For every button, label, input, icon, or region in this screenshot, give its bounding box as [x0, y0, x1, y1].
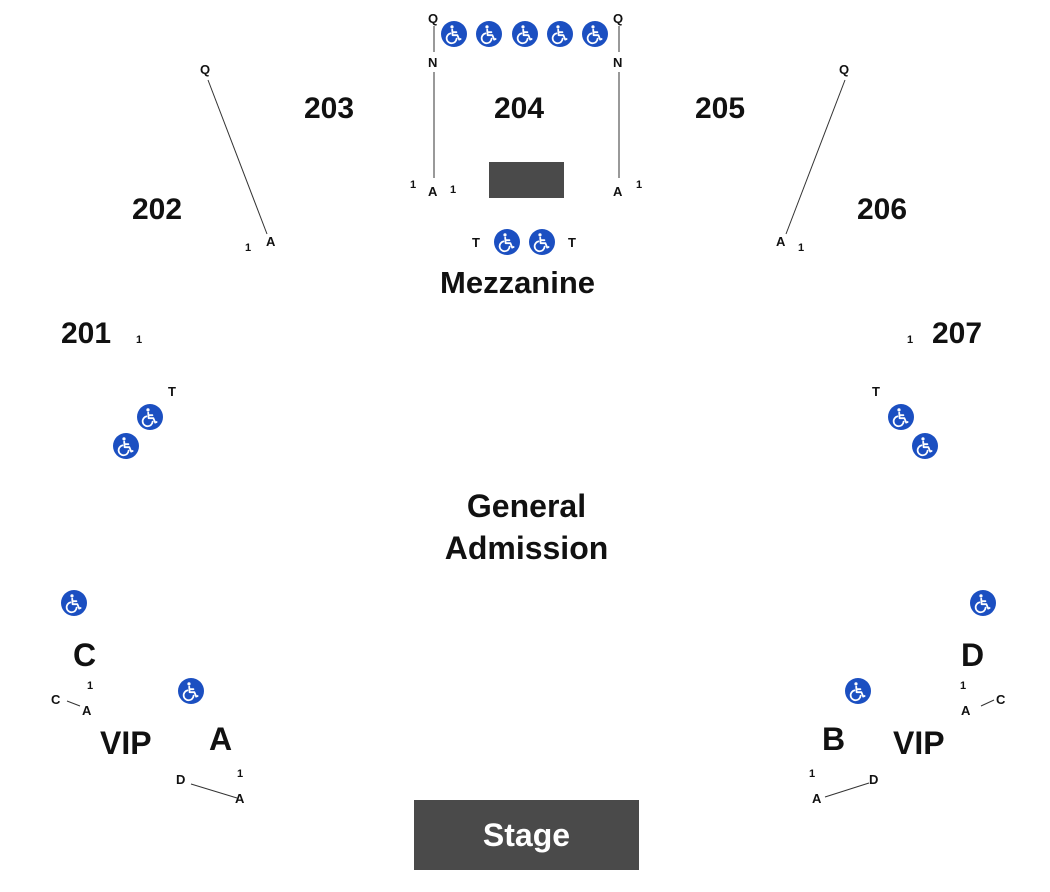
wheelchair-icon[interactable]: [888, 404, 914, 430]
general-admission-label-line2[interactable]: Admission: [444, 530, 609, 566]
wheelchair-icon[interactable]: [441, 21, 467, 47]
seat-label-1-202: 1: [245, 242, 252, 254]
seat-label-1-204-inner-left: 1: [450, 184, 457, 196]
wheelchair-icon[interactable]: [494, 229, 520, 255]
seat-label-1-vip-left: 1: [87, 680, 94, 692]
vip-right[interactable]: VIP: [893, 725, 945, 761]
row-label-t-201: T: [168, 384, 176, 399]
wheelchair-icon[interactable]: [529, 229, 555, 255]
section-202[interactable]: 202: [132, 193, 183, 226]
row-label-c-vip-left: C: [51, 692, 61, 707]
row-label-a-section-b: A: [812, 791, 822, 806]
wheelchair-icon[interactable]: [912, 433, 938, 459]
sound-booth: [489, 162, 564, 198]
seat-label-1-section-b: 1: [809, 768, 816, 780]
row-label-t-mezz-left: T: [472, 235, 480, 250]
section-b[interactable]: B: [822, 721, 846, 757]
row-label-n-204-left: N: [428, 55, 438, 70]
wheelchair-icon[interactable]: [547, 21, 573, 47]
row-label-a-vip-left: A: [82, 703, 92, 718]
section-c[interactable]: C: [73, 637, 97, 673]
row-label-a-204-right: A: [613, 184, 623, 199]
row-label-q-202: Q: [200, 62, 211, 77]
stage-block: [414, 800, 639, 870]
wheelchair-icon[interactable]: [61, 590, 87, 616]
row-label-a-vip-right: A: [961, 703, 971, 718]
row-label-a-204-left: A: [428, 184, 438, 199]
seat-label-1-vip-right: 1: [960, 680, 967, 692]
seat-label-1-section-a: 1: [237, 768, 244, 780]
section-204[interactable]: 204: [494, 92, 545, 125]
wheelchair-icon[interactable]: [476, 21, 502, 47]
seat-label-1-207: 1: [907, 334, 914, 346]
stage-label[interactable]: Stage: [482, 816, 571, 853]
wheelchair-icon[interactable]: [113, 433, 139, 459]
wheelchair-icon[interactable]: [582, 21, 608, 47]
section-d[interactable]: D: [961, 637, 985, 673]
row-label-d-section-a: D: [176, 772, 186, 787]
general-admission-label-line1[interactable]: General: [466, 488, 587, 524]
mezzanine-label[interactable]: Mezzanine: [440, 265, 596, 300]
section-a[interactable]: A: [209, 721, 233, 757]
seat-label-1-204-outer-left: 1: [410, 179, 417, 191]
seat-label-1-204-right: 1: [636, 179, 643, 191]
wheelchair-icon[interactable]: [178, 678, 204, 704]
seat-label-1-201: 1: [136, 334, 143, 346]
section-203[interactable]: 203: [304, 92, 355, 125]
row-label-t-mezz-right: T: [568, 235, 576, 250]
wheelchair-icon[interactable]: [137, 404, 163, 430]
row-label-c-vip-right: C: [996, 692, 1006, 707]
wheelchair-icon[interactable]: [512, 21, 538, 47]
section-201[interactable]: 201: [61, 317, 112, 350]
section-205[interactable]: 205: [695, 92, 746, 125]
section-207[interactable]: 207: [932, 317, 983, 350]
section-206[interactable]: 206: [857, 193, 908, 226]
row-label-a-206: A: [776, 234, 786, 249]
row-label-q-206: Q: [839, 62, 850, 77]
wheelchair-icon[interactable]: [970, 590, 996, 616]
row-label-t-207: T: [872, 384, 880, 399]
seat-label-1-206: 1: [798, 242, 805, 254]
row-label-a-section-a: A: [235, 791, 245, 806]
row-label-a-202: A: [266, 234, 276, 249]
row-label-q-204-right: Q: [613, 11, 624, 26]
wheelchair-icon[interactable]: [845, 678, 871, 704]
row-label-n-204-right: N: [613, 55, 623, 70]
vip-left[interactable]: VIP: [100, 725, 152, 761]
row-label-q-204-left: Q: [428, 11, 439, 26]
row-label-d-section-b: D: [869, 772, 879, 787]
